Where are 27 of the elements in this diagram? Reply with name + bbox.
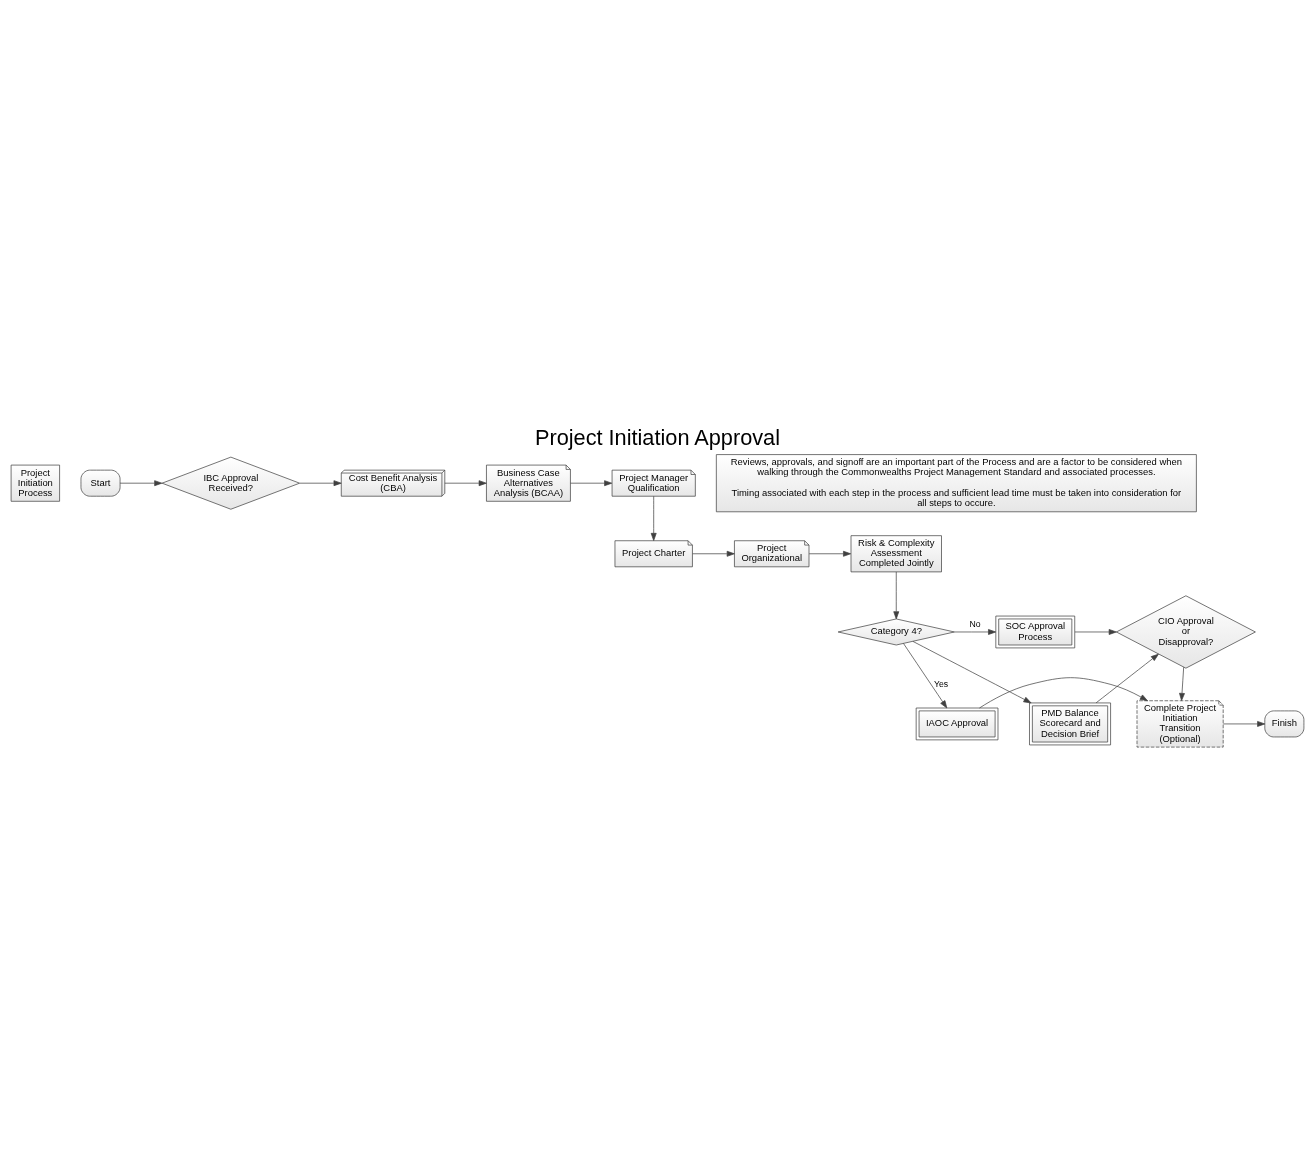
node-diamond: Category 4? xyxy=(837,618,955,645)
arrow xyxy=(570,479,613,486)
arrow xyxy=(954,628,997,635)
edge-label: No xyxy=(969,618,981,629)
arrow xyxy=(1222,720,1266,727)
arrow xyxy=(444,479,487,486)
node-box: Risk & Complexity Assessment Completed Jointly xyxy=(850,534,942,572)
node-box: Start xyxy=(80,469,121,497)
node-box: Project Initiation Process xyxy=(10,464,60,502)
arrow xyxy=(1074,628,1117,635)
node-box: Reviews, approvals, and signoff are an important part of the Process and are a factor to be considered when walking through the Commonwealths Project Management Standard and associated processes. Timing associated with each step in the process and sufficient lead time must be taken into consideration for all steps to occure. xyxy=(715,453,1197,512)
arrow xyxy=(1095,653,1159,703)
arrow xyxy=(979,676,1148,708)
arrow xyxy=(912,640,1032,703)
node-box: Finish xyxy=(1264,710,1305,737)
arrow xyxy=(692,550,735,557)
arrow xyxy=(893,571,900,619)
edge-label: Yes xyxy=(934,678,949,689)
arrow xyxy=(650,495,657,541)
arrow xyxy=(119,479,163,486)
diagram-title: Project Initiation Approval xyxy=(534,424,781,450)
node-diamond: IBC Approval Received? xyxy=(161,456,300,510)
arrow xyxy=(808,550,852,557)
arrow xyxy=(1179,666,1185,701)
node-diamond: CIO Approval or Disapproval? xyxy=(1116,594,1256,669)
arrow xyxy=(903,642,948,708)
arrow xyxy=(299,479,342,486)
